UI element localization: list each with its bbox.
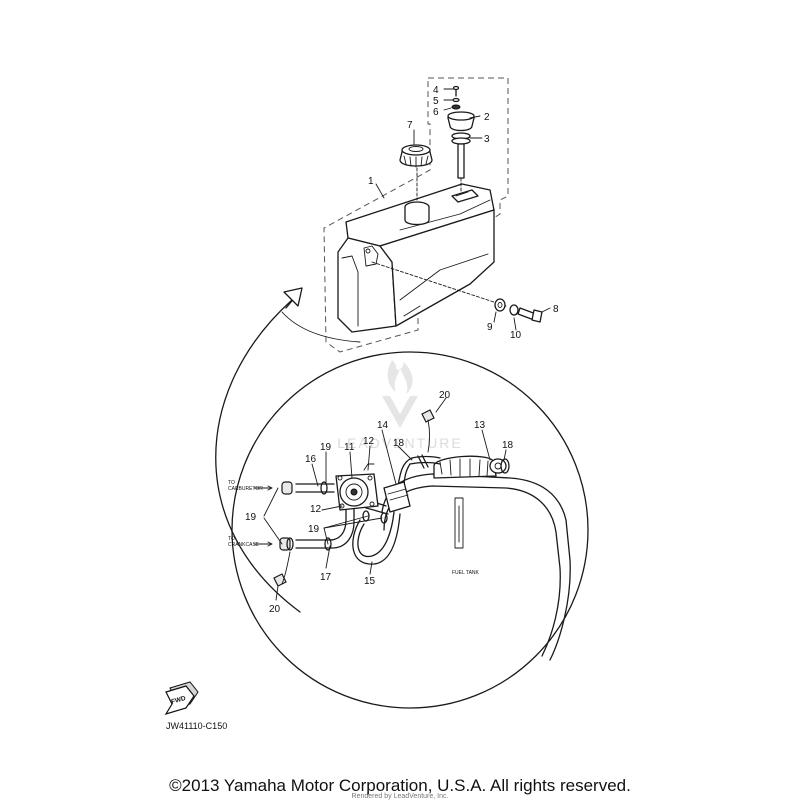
fuel-pump <box>335 463 379 511</box>
svg-text:CRANKCASE: CRANKCASE <box>228 542 260 548</box>
callout-20-bottom: 20 <box>269 604 281 615</box>
callout-3: 3 <box>484 134 490 145</box>
svg-text:TO: TO <box>228 480 235 486</box>
fwd-direction-icon: FWD <box>164 681 199 716</box>
zoom-reference-arrow <box>215 287 361 613</box>
callout-7: 7 <box>407 120 413 131</box>
callout-1: 1 <box>368 176 374 187</box>
fuel-filter <box>383 481 411 513</box>
copyright-notice: ©2013 Yamaha Motor Corporation, U.S.A. A… <box>169 776 631 795</box>
leader-lines <box>263 88 551 601</box>
fuel-gauge-sender <box>447 85 475 195</box>
callout-16: 16 <box>305 454 317 465</box>
hose-clamps <box>417 454 510 474</box>
rendered-by-text: Rendered by LeadVenture, Inc. <box>352 793 449 800</box>
exploded-view-outline <box>323 77 509 353</box>
to-carburetor-label: TO CARBURETOR <box>228 480 273 492</box>
svg-text:TO: TO <box>228 536 235 542</box>
mounting-bolt-washers <box>371 261 543 323</box>
callout-19-left: 19 <box>245 512 257 523</box>
diagram-code: JW41110-C150 <box>166 721 227 731</box>
callout-5: 5 <box>433 96 439 107</box>
callout-19-top: 19 <box>320 442 332 453</box>
callout-4: 4 <box>433 85 439 96</box>
fuel-tank-label: FUEL TANK <box>452 570 480 576</box>
callout-9: 9 <box>487 322 493 333</box>
hose-clips <box>279 481 388 551</box>
detail-tank-fitting <box>433 455 507 479</box>
callout-2: 2 <box>484 112 490 123</box>
callout-14: 14 <box>377 420 389 431</box>
callout-20-top: 20 <box>439 390 451 401</box>
fuel-cap <box>399 144 433 168</box>
callout-8: 8 <box>553 304 559 315</box>
callout-12-top: 12 <box>363 436 375 447</box>
detail-fuel-tank: FUEL TANK <box>381 473 571 661</box>
callout-numbers: 4 5 6 2 3 7 1 8 9 10 20 13 18 14 18 12 1… <box>245 85 559 615</box>
detail-circle <box>231 351 589 709</box>
callout-11: 11 <box>344 442 355 453</box>
callout-15: 15 <box>364 576 376 587</box>
to-crankcase-label: TO CRANKCASE <box>228 536 273 548</box>
svg-text:CARBURETOR: CARBURETOR <box>228 486 263 492</box>
callout-17: 17 <box>320 572 332 583</box>
callout-12-mid: 12 <box>310 504 322 515</box>
callout-18-right: 18 <box>502 440 514 451</box>
callout-13: 13 <box>474 420 486 431</box>
fuel-tank-assembly <box>337 183 495 333</box>
callout-18-left: 18 <box>393 438 405 449</box>
callout-6: 6 <box>433 107 439 118</box>
cable-ties <box>273 409 435 587</box>
callout-19-mid: 19 <box>308 524 320 535</box>
fwd-label: FWD <box>170 695 186 706</box>
callout-10: 10 <box>510 330 522 341</box>
